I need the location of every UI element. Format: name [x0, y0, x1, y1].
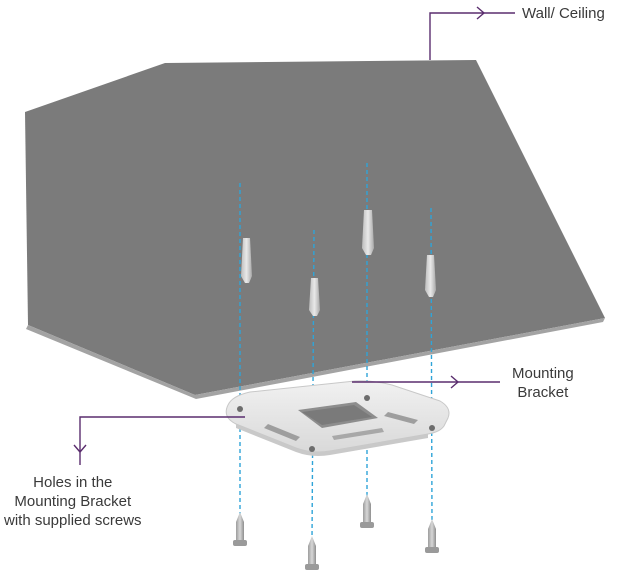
label-holes-line2: Mounting Bracket [14, 493, 132, 510]
wall-anchor-3 [362, 210, 374, 255]
label-mounting-bracket: Mounting Bracket [512, 364, 574, 402]
screw-1 [233, 512, 247, 546]
callout-holes [73, 416, 245, 465]
screws [233, 494, 439, 570]
label-wall-ceiling: Wall/ Ceiling [522, 4, 605, 23]
label-wall-ceiling-text: Wall/ Ceiling [522, 5, 605, 22]
wall-anchor-4 [425, 255, 436, 297]
callout-bracket [352, 375, 500, 389]
label-mounting-bracket-line1: Mounting [512, 365, 574, 382]
label-holes-line1: Holes in the [33, 474, 113, 491]
wall-anchors [241, 210, 436, 316]
wall-anchor-1 [241, 238, 252, 283]
wall-anchor-2 [309, 278, 320, 316]
mounting-bracket [225, 380, 450, 456]
screw-3 [360, 494, 374, 528]
label-holes-line3: with supplied screws [4, 512, 142, 529]
callout-wall [429, 6, 515, 60]
screw-4 [425, 519, 439, 553]
label-holes: Holes in the Mounting Bracket with suppl… [4, 473, 142, 530]
label-mounting-bracket-line2: Bracket [517, 384, 569, 401]
wall-ceiling-slab [25, 60, 605, 399]
screw-2 [305, 536, 319, 570]
